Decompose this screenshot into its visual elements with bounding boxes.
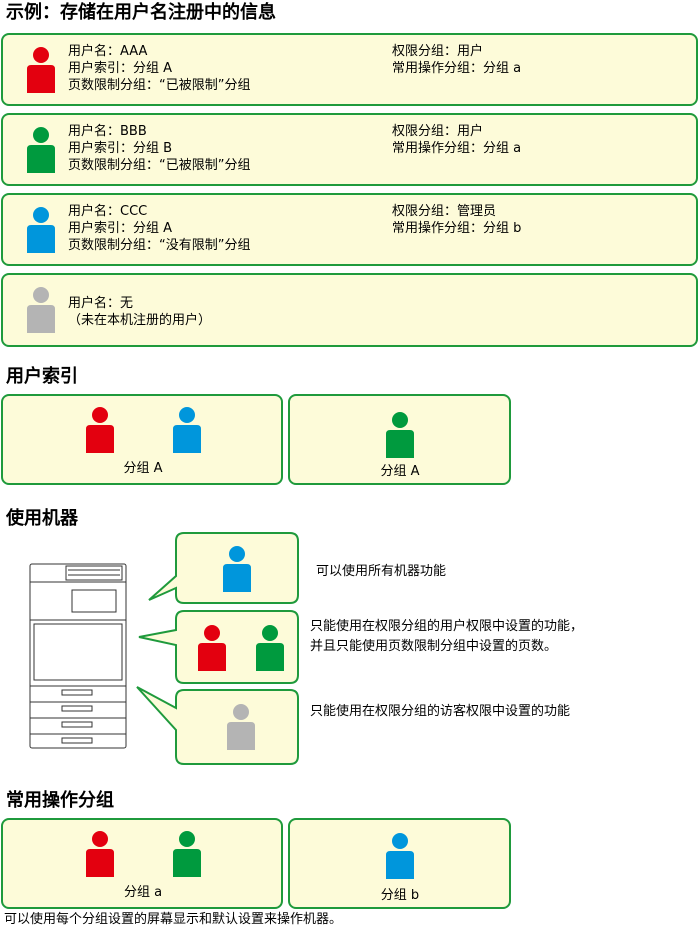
user-ccc-name: 用户名：CCC xyxy=(68,204,148,219)
user-card-guest: 用户名：无 （未在本机注册的用户） xyxy=(1,273,698,347)
user-index-title: 用户索引 xyxy=(6,366,78,387)
user-aaa-name: 用户名：AAA xyxy=(68,44,148,59)
user-guest-name: 用户名：无 xyxy=(68,296,134,311)
speech-balloon-guest-authority xyxy=(136,686,299,765)
person-green-icon xyxy=(386,412,414,458)
user-guest-note: （未在本机注册的用户） xyxy=(68,313,212,328)
favorite-group-title: 常用操作分组 xyxy=(6,790,114,811)
user-bbb-name: 用户名：BBB xyxy=(68,124,147,139)
user-ccc-authority: 权限分组：管理员 xyxy=(392,204,497,219)
speech-balloon-all-functions xyxy=(148,532,299,604)
favorite-group-footnote: 可以使用每个分组设置的屏幕显示和默认设置来操作机器。 xyxy=(4,912,343,927)
user-card-bbb: 用户名：BBB 用户索引：分组 B 页数限制分组：“已被限制”分组 权限分组：用… xyxy=(1,113,698,186)
example-title: 示例：存储在用户名注册中的信息 xyxy=(6,2,276,23)
user-index-group-1: 分组 A xyxy=(1,394,283,485)
person-blue-icon xyxy=(27,207,55,253)
user-aaa-authority: 权限分组：用户 xyxy=(392,44,484,59)
user-aaa-page-limit: 页数限制分组：“已被限制”分组 xyxy=(68,78,251,93)
use-machine-title: 使用机器 xyxy=(6,508,78,529)
desc-guest-authority: 只能使用在权限分组的访客权限中设置的功能 xyxy=(310,704,571,719)
user-index-group-2-caption: 分组 A xyxy=(380,464,420,479)
person-red-icon xyxy=(198,625,226,671)
user-bbb-favorite: 常用操作分组：分组 a xyxy=(392,141,522,156)
user-aaa-index: 用户索引：分组 A xyxy=(68,61,173,76)
user-aaa-favorite: 常用操作分组：分组 a xyxy=(392,61,522,76)
user-card-aaa: 用户名：AAA 用户索引：分组 A 页数限制分组：“已被限制”分组 权限分组：用… xyxy=(1,33,698,106)
person-blue-icon xyxy=(173,407,201,453)
favorite-group-b: 分组 b xyxy=(288,818,511,909)
favorite-group-a: 分组 a xyxy=(1,818,283,909)
person-red-icon xyxy=(27,47,55,93)
desc-user-authority-line2: 并且只能使用页数限制分组中设置的页数。 xyxy=(310,639,558,654)
user-ccc-favorite: 常用操作分组：分组 b xyxy=(392,221,522,236)
person-green-icon xyxy=(256,625,284,671)
person-red-icon xyxy=(86,407,114,453)
user-index-group-1-caption: 分组 A xyxy=(123,461,163,476)
printer-icon xyxy=(29,563,127,749)
user-bbb-authority: 权限分组：用户 xyxy=(392,124,484,139)
person-gray-icon xyxy=(227,704,255,750)
person-blue-icon xyxy=(386,833,414,879)
favorite-group-a-caption: 分组 a xyxy=(123,885,163,900)
desc-all-functions: 可以使用所有机器功能 xyxy=(316,564,447,579)
desc-user-authority-line1: 只能使用在权限分组的用户权限中设置的功能， xyxy=(310,619,584,634)
person-green-icon xyxy=(173,831,201,877)
person-red-icon xyxy=(86,831,114,877)
user-bbb-page-limit: 页数限制分组：“已被限制”分组 xyxy=(68,158,251,173)
person-green-icon xyxy=(27,127,55,173)
person-gray-icon xyxy=(27,287,55,333)
user-index-group-2: 分组 A xyxy=(288,394,511,485)
user-ccc-index: 用户索引：分组 A xyxy=(68,221,173,236)
user-ccc-page-limit: 页数限制分组：“没有限制”分组 xyxy=(68,238,251,253)
person-blue-icon xyxy=(223,546,251,592)
favorite-group-b-caption: 分组 b xyxy=(380,888,420,903)
user-bbb-index: 用户索引：分组 B xyxy=(68,141,173,156)
user-card-ccc: 用户名：CCC 用户索引：分组 A 页数限制分组：“没有限制”分组 权限分组：管… xyxy=(1,193,698,266)
